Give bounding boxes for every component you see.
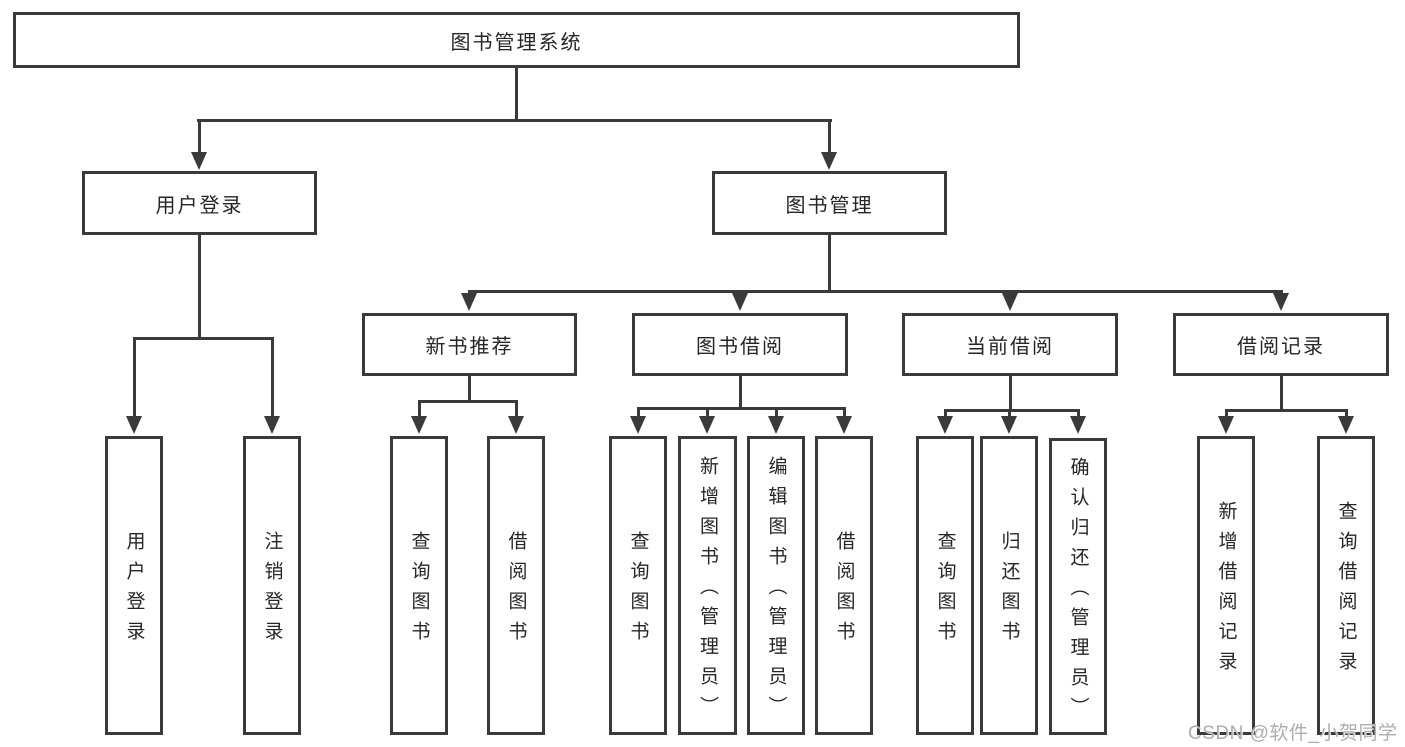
connector-5-shaft [943,409,947,418]
node-label: 编辑图书（管理员） [765,456,787,726]
node-book-borrowing: 图书借阅 [632,313,848,376]
arrowhead-down-icon [1273,293,1289,311]
connector-5-rail [943,409,1080,412]
arrowhead-down-icon [191,152,207,170]
node-leaf-query-books-current: 查询图书 [916,436,974,735]
node-leaf-add-book-admin: 新增图书（管理员） [678,436,737,735]
connector-2-shaft [467,290,471,295]
csdn-watermark: CSDN @软件_小贺同学 [1188,723,1398,744]
connector-4-shaft [705,407,709,418]
connector-1-stem [197,235,201,340]
node-book-management: 图书管理 [712,171,947,235]
node-root: 图书管理系统 [13,12,1020,68]
connector-0-shaft [827,119,831,154]
connector-0-shaft [197,119,201,154]
node-leaf-add-borrow-record: 新增借阅记录 [1197,436,1255,735]
arrowhead-down-icon [836,416,852,434]
node-leaf-query-books-borrow: 查询图书 [609,436,667,735]
connector-4-shaft [842,407,846,418]
arrowhead-down-icon [768,416,784,434]
connector-5-stem [1008,376,1012,412]
connector-1-shaft [270,337,274,418]
node-label: 借阅图书 [833,531,855,651]
node-leaf-borrow-books-rec: 借阅图书 [487,436,545,735]
arrowhead-down-icon [732,293,748,311]
node-new-book-recommend: 新书推荐 [362,313,577,376]
node-label: 当前借阅 [966,336,1054,358]
connector-6-stem [1279,376,1283,412]
connector-4-rail [636,407,846,410]
connector-1-shaft [132,337,136,418]
arrowhead-down-icon [461,293,477,311]
arrowhead-down-icon [937,416,953,434]
connector-4-stem [738,376,742,410]
node-label: 查询图书 [408,531,430,651]
arrowhead-down-icon [630,416,646,434]
connector-2-rail [467,290,1283,293]
connector-0-stem [514,68,518,122]
node-label: 图书借阅 [696,336,784,358]
arrowhead-down-icon [264,416,280,434]
arrowhead-down-icon [699,416,715,434]
node-label: 图书管理 [785,194,874,217]
node-label: 查询借阅记录 [1335,501,1357,681]
connector-5-shaft [1007,409,1011,418]
node-label: 图书管理系统 [450,31,583,54]
node-label: 新增图书（管理员） [697,456,718,726]
connector-6-shaft [1344,409,1348,418]
node-label: 新书推荐 [425,336,514,358]
node-leaf-return-book: 归还图书 [980,436,1038,735]
node-current-borrowing: 当前借阅 [902,313,1118,376]
arrowhead-down-icon [126,416,142,434]
connector-4-shaft [774,407,778,418]
node-label: 查询图书 [627,531,649,651]
arrowhead-down-icon [1338,416,1354,434]
connector-3-rail [417,400,518,403]
node-label: 确认归还（管理员） [1067,457,1089,727]
connector-4-shaft [636,407,640,418]
arrowhead-down-icon [1070,416,1086,434]
connector-1-rail [132,337,274,340]
connector-2-shaft [1008,290,1012,295]
connector-0-rail [196,119,832,122]
connector-2-shaft [738,290,742,295]
node-leaf-query-borrow-record: 查询借阅记录 [1317,436,1375,735]
connector-6-rail [1224,409,1348,412]
arrowhead-down-icon [508,416,524,434]
node-label: 注销登录 [261,531,283,651]
connector-3-stem [467,376,471,403]
node-label: 归还图书 [998,531,1020,651]
node-leaf-confirm-return-admin: 确认归还（管理员） [1049,438,1107,735]
arrowhead-down-icon [821,152,837,170]
node-label: 查询图书 [934,531,956,651]
node-borrowing-records: 借阅记录 [1173,313,1389,376]
node-label: 借阅图书 [505,531,527,651]
arrowhead-down-icon [1001,416,1017,434]
connector-2-stem [827,235,831,293]
arrowhead-down-icon [411,416,427,434]
arrowhead-down-icon [1002,293,1018,311]
connector-6-shaft [1224,409,1228,418]
node-label: 借阅记录 [1237,336,1325,358]
node-leaf-borrow-books: 借阅图书 [815,436,873,735]
node-leaf-edit-book-admin: 编辑图书（管理员） [747,436,805,735]
connector-3-shaft [514,400,518,418]
node-label: 用户登录 [155,194,244,217]
node-label: 新增借阅记录 [1215,501,1237,681]
node-leaf-user-login: 用户登录 [105,436,163,735]
connector-2-shaft [1279,290,1283,295]
arrowhead-down-icon [1218,416,1234,434]
node-leaf-query-books-rec: 查询图书 [390,436,448,735]
node-label: 用户登录 [123,531,145,651]
node-leaf-logout: 注销登录 [243,436,301,735]
connector-5-shaft [1076,409,1080,418]
node-user-login: 用户登录 [82,171,317,235]
connector-3-shaft [417,400,421,418]
